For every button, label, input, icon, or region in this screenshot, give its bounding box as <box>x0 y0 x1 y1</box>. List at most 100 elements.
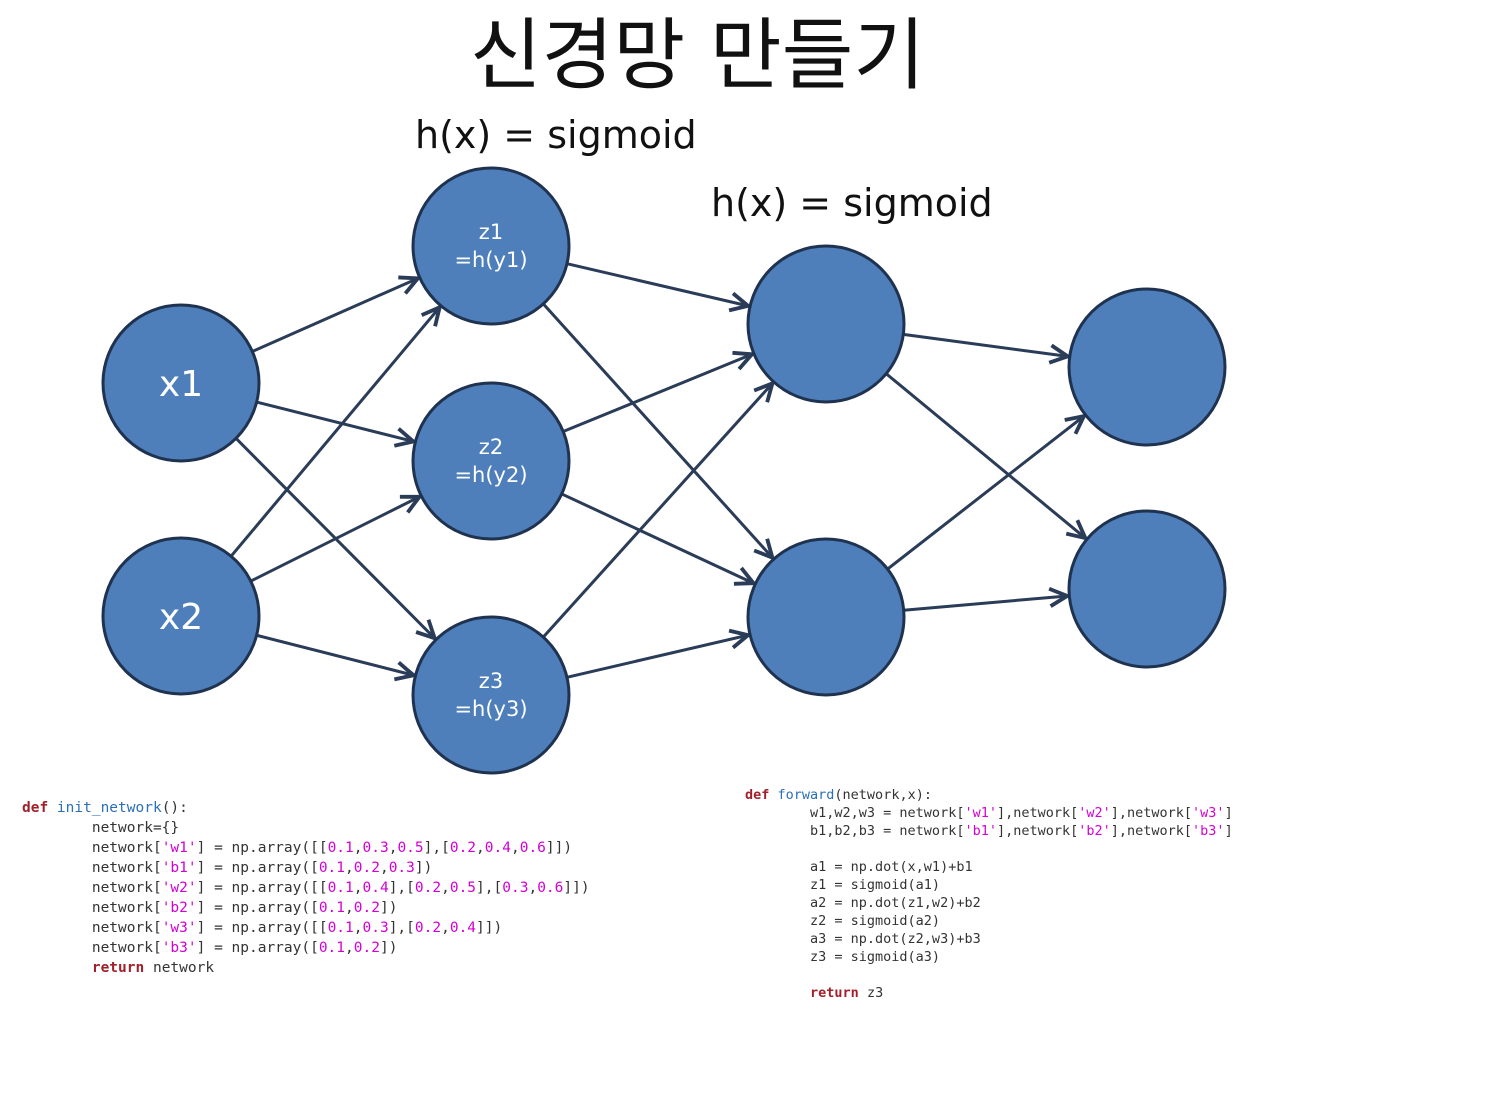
code-left-line-6-seg-2: 'b2' <box>161 900 197 916</box>
node-sublabel: =h(y3) <box>454 697 527 721</box>
code-left-line-3-seg-14: 0.6 <box>519 840 546 856</box>
code-left-line-3-seg-2: 'w1' <box>161 840 197 856</box>
code-left-line-8-seg-5: , <box>345 940 354 956</box>
node-circle <box>411 381 571 541</box>
edge-hidden1-2-to-hidden2-1 <box>562 354 752 433</box>
code-right-line-8-seg-1: z2 = sigmoid(a2) <box>745 913 941 929</box>
code-left-line-7-seg-1: network[ <box>22 920 162 936</box>
edge-hidden1-3-to-hidden2-2 <box>566 635 748 679</box>
code-right-line-3-seg-7: ] <box>1224 823 1233 839</box>
code-left-line-7-seg-4: 0.1 <box>327 920 354 936</box>
code-left-line-7-seg-7: ],[ <box>388 920 415 936</box>
code-right-line-3-seg-2: 'b1' <box>964 823 997 839</box>
code-left-line-8-seg-3: ] = np.array([ <box>196 940 319 956</box>
node-circle <box>1067 287 1227 447</box>
code-right-line-3-seg-5: ],network[ <box>1110 823 1193 839</box>
code-right-line-2-seg-6: 'w3' <box>1192 805 1225 821</box>
code-left-line-4-seg-1: network[ <box>22 860 162 876</box>
code-left-line-7-seg-9: , <box>441 920 450 936</box>
node-hidden2-2 <box>746 537 906 697</box>
code-right-line-2-seg-4: 'w2' <box>1078 805 1111 821</box>
node-input-2: x2 <box>101 536 261 696</box>
code-left-line-3-seg-15: ]]) <box>545 840 573 856</box>
code-right-line-7-seg-1: a2 = np.dot(z1,w2)+b2 <box>745 895 981 911</box>
node-label: x2 <box>159 597 203 638</box>
node-label: z1 <box>479 220 503 244</box>
code-left-line-3-seg-4: 0.1 <box>327 840 354 856</box>
code-left-line-7-seg-11: ]]) <box>476 920 503 936</box>
code-left-line-8-seg-2: 'b3' <box>161 940 197 956</box>
code-left-line-8-seg-1: network[ <box>22 940 162 956</box>
node-circle <box>101 303 261 463</box>
code-left-line-6-seg-3: ] = np.array([ <box>196 900 319 916</box>
code-left-line-4-seg-6: 0.2 <box>353 860 380 876</box>
code-init-network: def init_network(): network={} network['… <box>22 798 590 978</box>
code-left-line-6-seg-5: , <box>345 900 354 916</box>
code-left-line-3-seg-12: 0.4 <box>484 840 511 856</box>
code-forward: def forward(network,x): w1,w2,w3 = netwo… <box>745 786 1233 1002</box>
node-circle <box>746 537 906 697</box>
edge-input-2-to-hidden1-2 <box>250 497 420 583</box>
code-left-line-3-seg-6: 0.3 <box>362 840 389 856</box>
code-left-line-7-seg-2: 'w3' <box>161 920 197 936</box>
code-left-line-4-seg-2: 'b1' <box>161 860 197 876</box>
code-left-line-3-seg-11: , <box>476 840 485 856</box>
code-left-line-5-seg-8: 0.2 <box>414 880 442 896</box>
code-left-line-6-seg-7: ]) <box>379 900 398 916</box>
code-left-line-5-seg-5: , <box>353 880 363 896</box>
code-left-line-5-seg-10: 0.5 <box>449 880 477 896</box>
node-circle <box>746 244 906 404</box>
code-left-line-1-seg-1: def <box>22 800 57 816</box>
edge-hidden2-2-to-output-2 <box>903 596 1068 612</box>
code-right-line-3-seg-3: ],network[ <box>996 823 1079 839</box>
edge-hidden1-1-to-hidden2-1 <box>566 262 748 306</box>
code-left-line-5-seg-11: ],[ <box>476 880 503 896</box>
code-left-line-4-seg-4: 0.1 <box>318 860 346 876</box>
node-circle <box>411 615 571 775</box>
node-input-1: x1 <box>101 303 261 463</box>
node-label: x1 <box>159 364 203 405</box>
node-circle <box>101 536 261 696</box>
code-left-line-3-seg-9: ],[ <box>423 840 450 856</box>
activation-label-hidden1: h(x) = sigmoid <box>415 113 697 157</box>
node-hidden1-1: z1 =h(y1) <box>411 166 571 326</box>
code-left-line-6-seg-1: network[ <box>22 900 162 916</box>
code-right-line-12-seg-1 <box>745 985 810 1001</box>
code-left-line-3-seg-7: , <box>388 840 398 856</box>
code-left-line-3-seg-5: , <box>353 840 363 856</box>
code-left-line-9-seg-1 <box>22 960 92 976</box>
code-left-line-5-seg-14: 0.6 <box>537 880 564 896</box>
code-left-line-3-seg-3: ] = np.array([[ <box>196 840 328 856</box>
code-left-line-3-seg-1: network[ <box>22 840 162 856</box>
activation-label-hidden2: h(x) = sigmoid <box>711 181 993 225</box>
code-left-line-3-seg-10: 0.2 <box>449 840 477 856</box>
code-right-line-2-seg-1: w1,w2,w3 = network[ <box>745 805 965 821</box>
code-left-line-5-seg-1: network[ <box>22 880 162 896</box>
code-left-line-5-seg-12: 0.3 <box>502 880 529 896</box>
code-right-line-2-seg-5: ],network[ <box>1110 805 1193 821</box>
code-left-line-5-seg-3: ] = np.array([[ <box>196 880 328 896</box>
code-left-line-5-seg-7: ],[ <box>388 880 415 896</box>
code-left-line-5-seg-13: , <box>528 880 538 896</box>
code-left-line-7-seg-5: , <box>353 920 363 936</box>
node-sublabel: =h(y1) <box>454 248 527 272</box>
edge-hidden2-1-to-output-2 <box>885 372 1085 538</box>
code-right-line-2-seg-2: 'w1' <box>964 805 997 821</box>
code-right-line-2-seg-7: ] <box>1224 805 1233 821</box>
code-left-line-1-seg-2: init_network <box>56 800 162 816</box>
code-left-line-2-seg-1: network={} <box>22 820 180 836</box>
code-right-line-1-seg-3: (network,x): <box>834 787 932 803</box>
code-left-line-5-seg-15: ]]) <box>563 880 590 896</box>
node-hidden1-3: z3=h(y3) <box>411 615 571 775</box>
code-left-line-7-seg-10: 0.4 <box>449 920 477 936</box>
code-right-line-12-seg-3: z3 <box>858 985 884 1001</box>
code-right-line-10-seg-1: z3 = sigmoid(a3) <box>745 949 941 965</box>
code-left-line-5-seg-2: 'w2' <box>161 880 197 896</box>
code-left-line-9-seg-2: return <box>91 960 145 976</box>
code-left-line-5-seg-6: 0.4 <box>362 880 389 896</box>
code-left-line-1-seg-3: (): <box>161 800 188 816</box>
node-output-2 <box>1067 509 1227 669</box>
node-circle <box>1067 509 1227 669</box>
code-right-line-9-seg-1: a3 = np.dot(z2,w3)+b3 <box>745 931 981 947</box>
